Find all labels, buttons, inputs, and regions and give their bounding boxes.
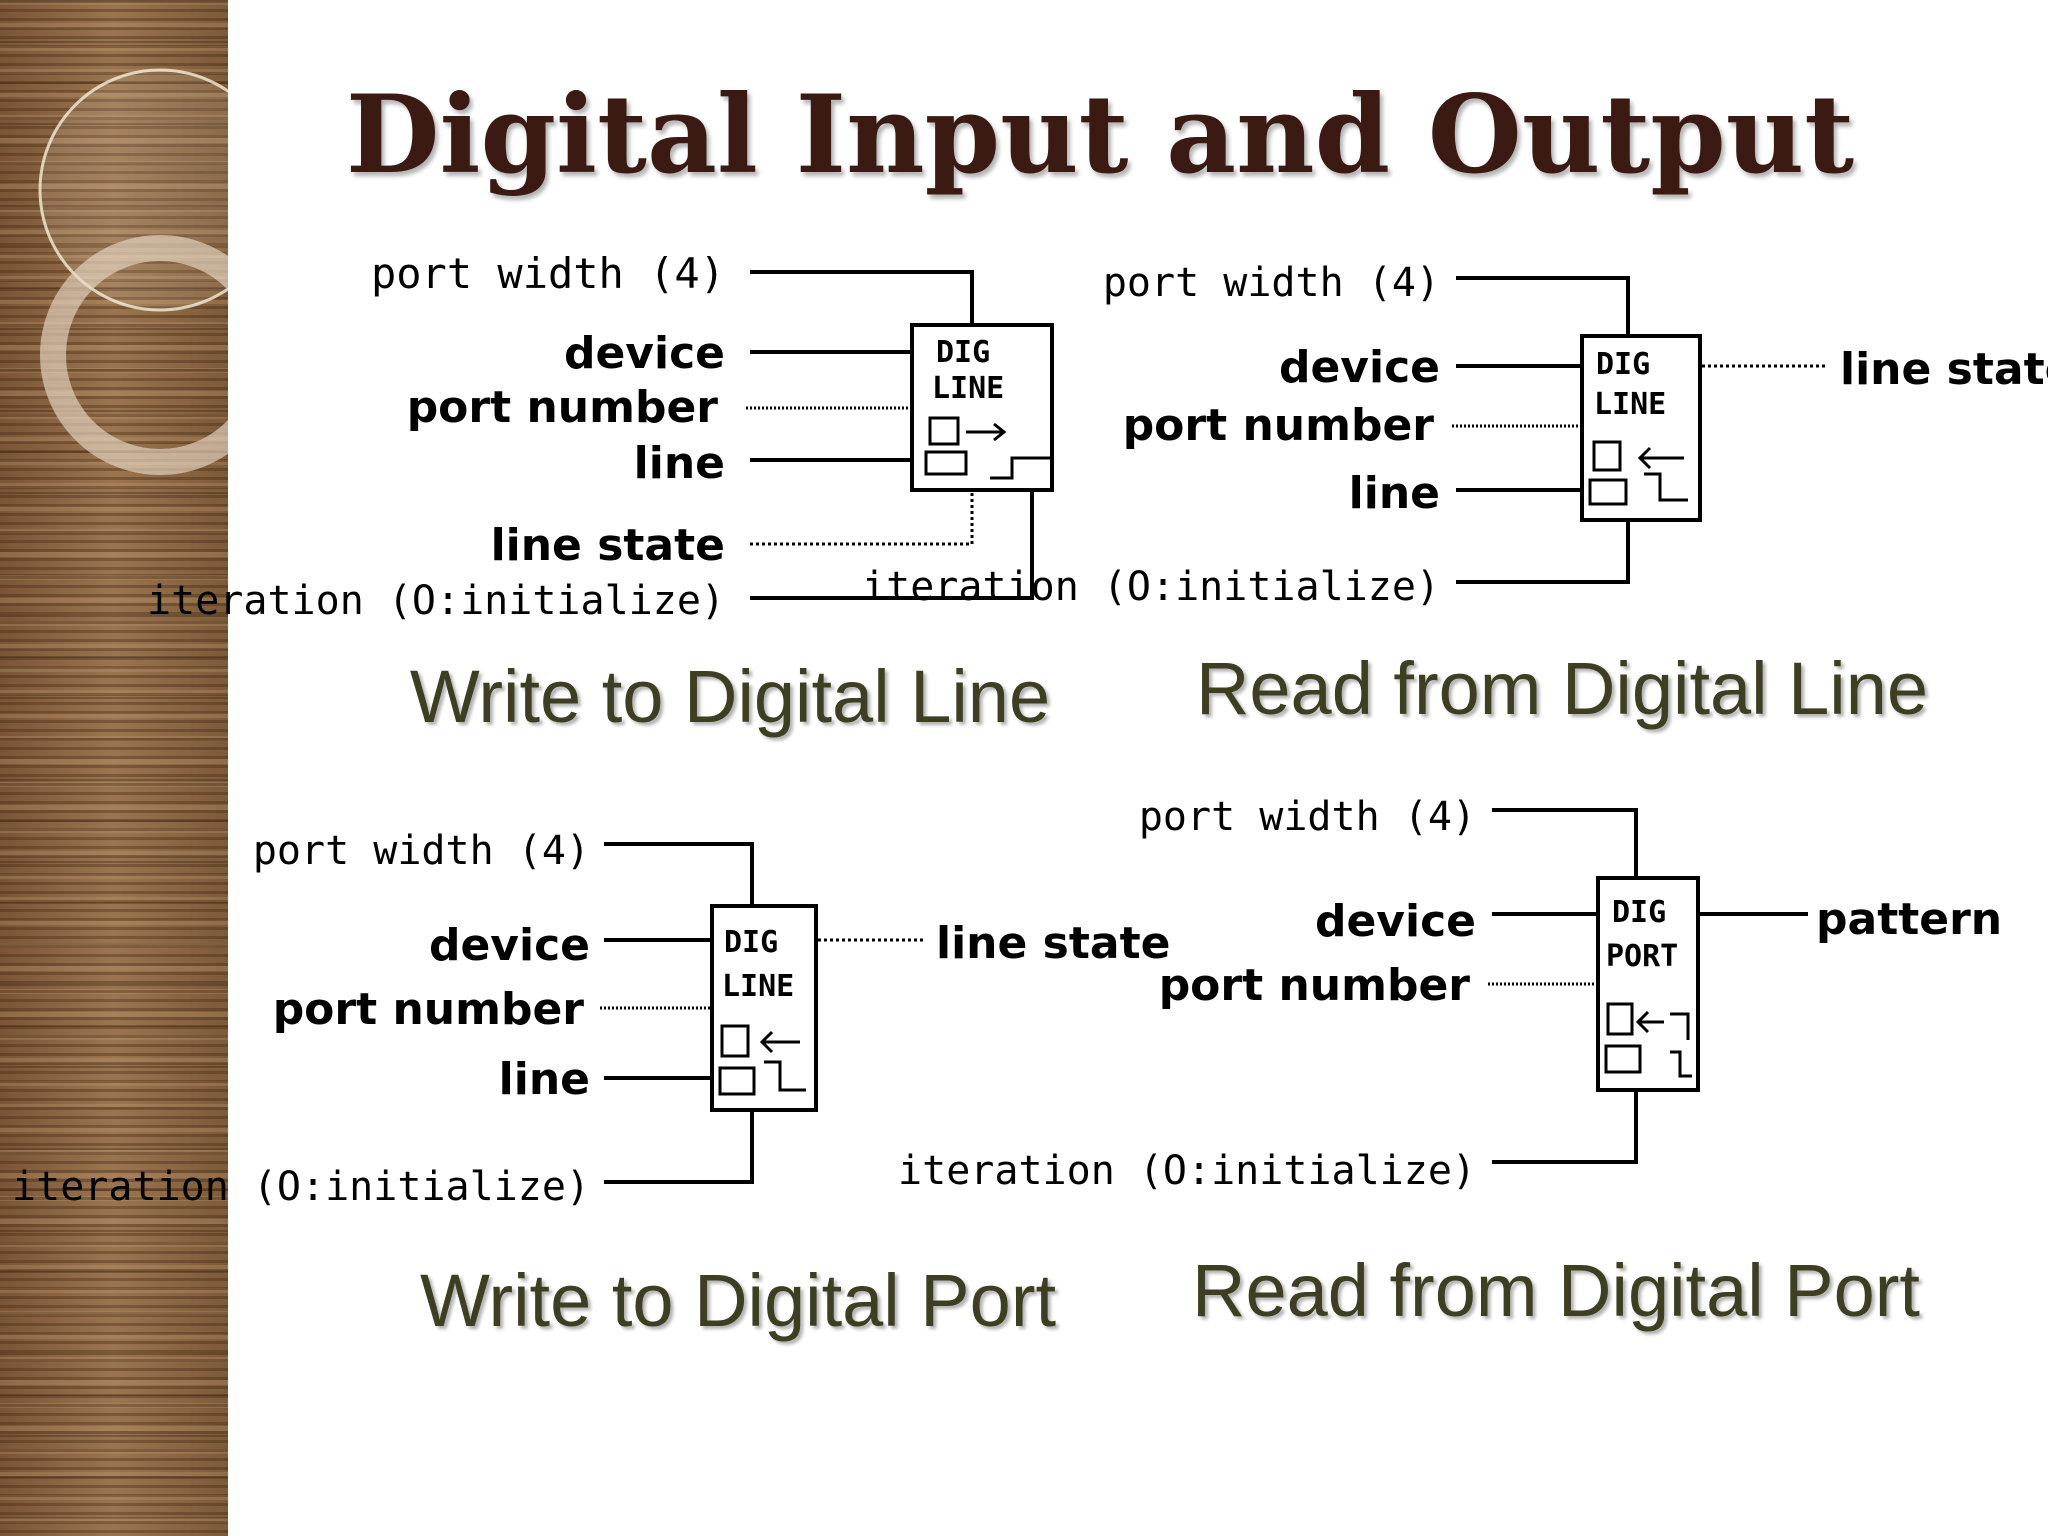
arrow-left-icon xyxy=(1635,1010,1664,1034)
diagram-write-digital-port: port width (4) device port number line i… xyxy=(12,828,1170,1210)
wire-port-width xyxy=(604,842,754,906)
wire-port-width xyxy=(1456,276,1630,336)
label-port-number: port number xyxy=(1123,400,1435,451)
icon-text-line: LINE xyxy=(932,371,1004,406)
arrow-left-icon xyxy=(759,1030,800,1054)
label-line: line xyxy=(634,438,725,489)
dig-line-icon xyxy=(1580,334,1702,522)
wire-port-width xyxy=(750,270,974,325)
diagram-read-digital-port: port width (4) device port number iterat… xyxy=(898,794,2002,1194)
label-iteration: iteration (O:initialize) xyxy=(12,1164,590,1210)
label-iteration: iteration (O:initialize) xyxy=(898,1148,1476,1194)
wire-iteration xyxy=(1456,520,1630,584)
wire-iteration xyxy=(750,490,1034,600)
arrow-left-icon xyxy=(1637,446,1684,470)
caption-write-digital-line: Write to Digital Line xyxy=(410,655,1050,738)
diagram-write-digital-line: port width (4) device port number line l… xyxy=(147,249,1054,624)
computer-icon xyxy=(1592,440,1622,472)
dig-line-icon xyxy=(710,904,818,1112)
computer-icon xyxy=(928,416,960,446)
caption-read-digital-port: Read from Digital Port xyxy=(1192,1249,1920,1332)
slide-title: Digital Input and Output xyxy=(345,72,1855,198)
label-iteration: iteration (O:initialize) xyxy=(862,564,1440,610)
icon-text-dig: DIG xyxy=(724,925,778,960)
label-iteration: iteration (O:initialize) xyxy=(147,578,725,624)
dig-line-icon xyxy=(910,323,1054,492)
step-signal-icon xyxy=(764,1060,806,1092)
label-device: device xyxy=(429,920,590,971)
label-line-state: line state xyxy=(491,520,725,571)
computer-icon xyxy=(720,1024,750,1058)
wood-side-panel xyxy=(0,0,228,1536)
label-port-width: port width (4) xyxy=(253,828,590,874)
diagram-read-digital-line: port width (4) device port number line i… xyxy=(862,260,2048,610)
step-signal-icon xyxy=(1644,472,1688,502)
wire-iteration xyxy=(604,1110,754,1184)
icon-text-line: LINE xyxy=(1594,387,1666,422)
label-port-number: port number xyxy=(273,984,585,1035)
icon-text-port: PORT xyxy=(1606,939,1678,974)
label-line-state-out: line state xyxy=(1840,344,2048,395)
step-signal-icon xyxy=(990,456,1050,480)
icon-text-dig: DIG xyxy=(1612,895,1666,930)
label-port-width: port width (4) xyxy=(371,249,725,298)
icon-text-line: LINE xyxy=(722,969,794,1004)
label-port-number: port number xyxy=(407,382,719,433)
label-port-width: port width (4) xyxy=(1103,260,1440,306)
label-pattern-out: pattern xyxy=(1816,894,2002,945)
icon-text-dig: DIG xyxy=(936,335,990,370)
wire-iteration xyxy=(1492,1090,1638,1164)
label-line: line xyxy=(499,1054,590,1105)
label-line: line xyxy=(1349,468,1440,519)
computer-icon xyxy=(1606,1002,1634,1036)
label-device: device xyxy=(564,328,725,379)
caption-read-digital-line: Read from Digital Line xyxy=(1196,647,1928,730)
arrow-right-icon xyxy=(966,422,1007,442)
label-port-number: port number xyxy=(1159,960,1471,1011)
label-device: device xyxy=(1279,342,1440,393)
wire-port-width xyxy=(1492,808,1638,878)
decorative-rings xyxy=(38,68,228,475)
icon-text-dig: DIG xyxy=(1596,347,1650,382)
wire-line-state xyxy=(750,490,974,546)
caption-write-digital-port: Write to Digital Port xyxy=(420,1259,1056,1342)
label-device: device xyxy=(1315,896,1476,947)
label-port-width: port width (4) xyxy=(1139,794,1476,840)
multi-step-signal-icon xyxy=(1670,1012,1692,1078)
label-line-state-out: line state xyxy=(936,918,1170,969)
